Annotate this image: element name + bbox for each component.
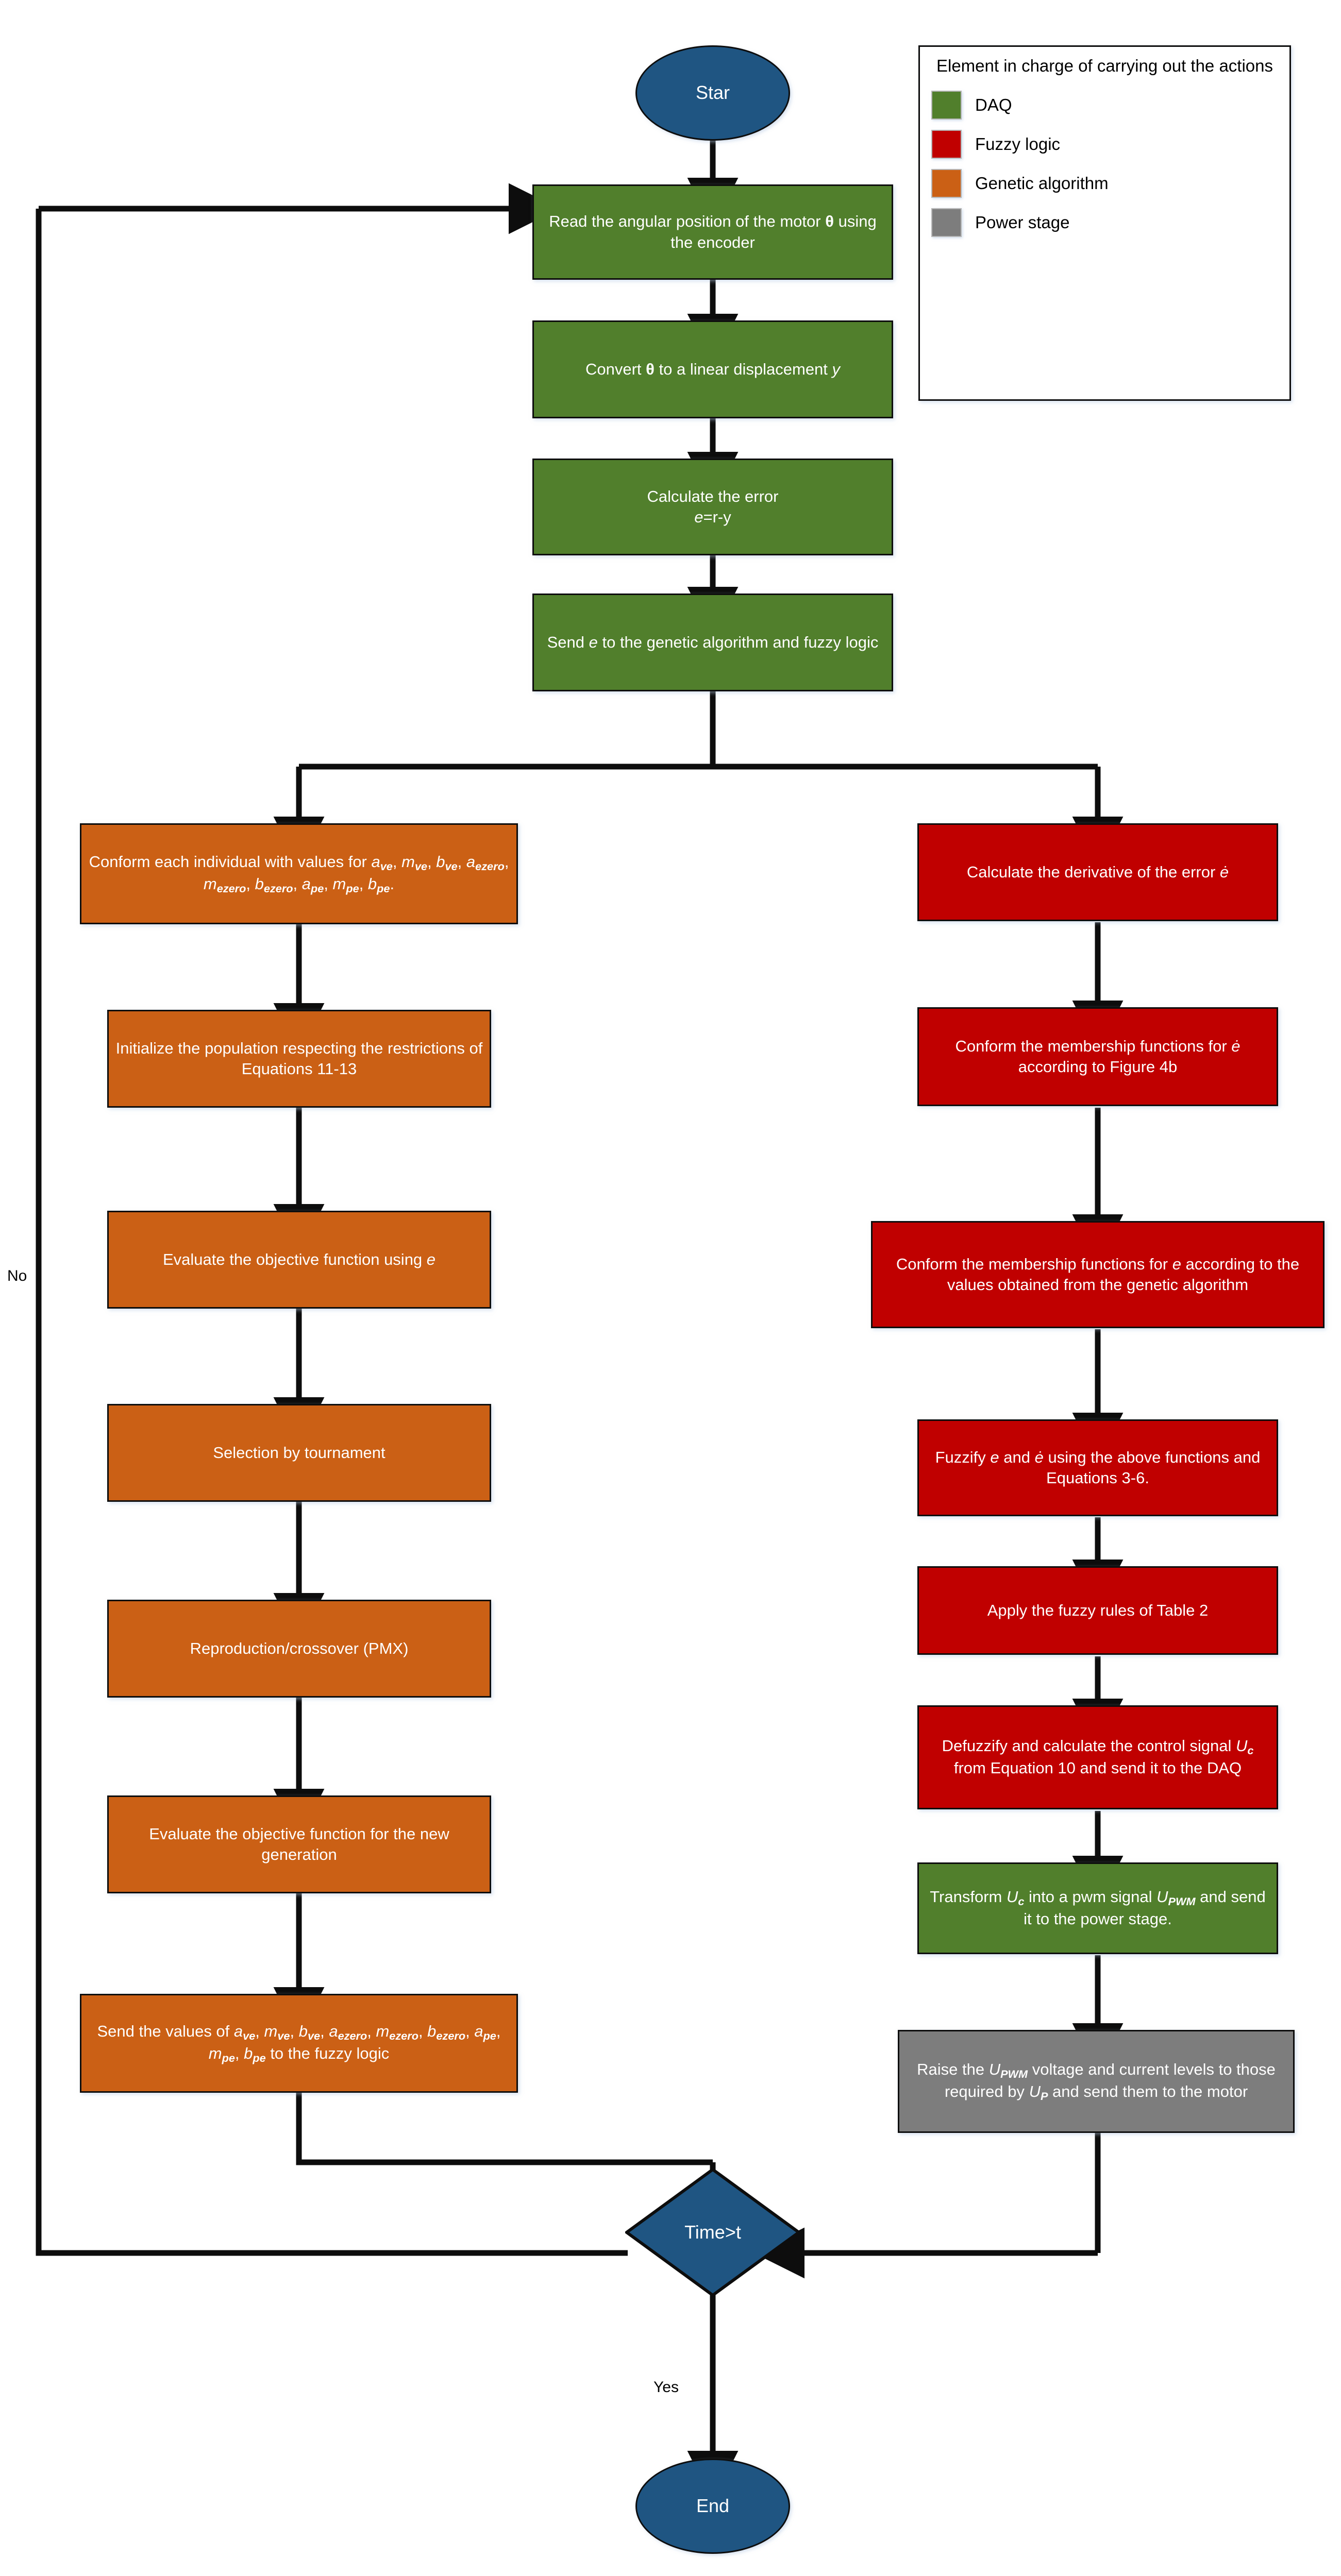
legend-label-fuzzy-logic: Fuzzy logic [975,134,1061,154]
process-conform-each-individual-label: Conform each individual with values for … [89,852,509,895]
terminal-end-label: End [696,2495,730,2517]
legend-item-daq[interactable]: DAQ [920,86,1289,125]
process-send-values-to-fuzzy-logic-label: Send the values of ave, mve, bve, aezero… [97,2022,501,2065]
legend-swatch-genetic-algorithm [931,169,962,198]
process-conform-membership-functions-e[interactable]: Conform the membership functions for e a… [871,1221,1325,1328]
decision-time-greater-than-t-label: Time>t [684,2221,741,2243]
process-apply-fuzzy-rules[interactable]: Apply the fuzzy rules of Table 2 [917,1566,1278,1655]
process-transform-to-pwm-signal-label: Transform Uc into a pwm signal UPWM and … [930,1888,1266,1928]
process-conform-membership-functions-edot-label: Conform the membership functions for ė a… [955,1037,1241,1076]
legend-swatch-fuzzy-logic [931,130,962,159]
process-convert-to-linear-displacement[interactable]: Convert θ to a linear displacement y [532,320,893,418]
process-defuzzify-control-signal[interactable]: Defuzzify and calculate the control sign… [917,1705,1278,1809]
process-fuzzify-e-and-edot[interactable]: Fuzzify e and ė using the above function… [917,1419,1278,1516]
process-fuzzify-e-and-edot-label: Fuzzify e and ė using the above function… [935,1448,1261,1487]
process-evaluate-objective-function-label: Evaluate the objective function using e [162,1250,436,1268]
terminal-end[interactable]: End [635,2459,790,2554]
process-initialize-population[interactable]: Initialize the population respecting the… [107,1010,491,1108]
legend-label-daq: DAQ [975,95,1012,115]
terminal-start-label: Star [695,82,730,104]
process-defuzzify-control-signal-label: Defuzzify and calculate the control sign… [942,1737,1254,1777]
process-evaluate-new-generation[interactable]: Evaluate the objective function for the … [107,1795,491,1893]
process-send-error-to-ga-and-fuzzy[interactable]: Send e to the genetic algorithm and fuzz… [532,594,893,691]
process-transform-to-pwm-signal[interactable]: Transform Uc into a pwm signal UPWM and … [917,1862,1278,1954]
process-selection-by-tournament-label: Selection by tournament [213,1443,385,1462]
process-convert-to-linear-displacement-label: Convert θ to a linear displacement y [585,360,841,378]
decision-time-greater-than-t[interactable]: Time>t [625,2168,800,2297]
legend-item-fuzzy-logic[interactable]: Fuzzy logic [920,125,1289,164]
process-read-angular-position[interactable]: Read the angular position of the motor θ… [532,184,893,280]
process-apply-fuzzy-rules-label: Apply the fuzzy rules of Table 2 [987,1601,1209,1619]
process-send-values-to-fuzzy-logic[interactable]: Send the values of ave, mve, bve, aezero… [80,1994,518,2093]
process-reproduction-crossover-pmx[interactable]: Reproduction/crossover (PMX) [107,1600,491,1698]
legend-label-power-stage: Power stage [975,213,1070,232]
process-send-error-to-ga-and-fuzzy-label: Send e to the genetic algorithm and fuzz… [547,633,879,651]
legend-swatch-power-stage [931,208,962,238]
process-conform-membership-functions-e-label: Conform the membership functions for e a… [896,1255,1300,1294]
process-raise-voltage-current-levels-label: Raise the UPWM voltage and current level… [917,2060,1276,2103]
process-evaluate-new-generation-label: Evaluate the objective function for the … [149,1824,449,1863]
legend-panel: Element in charge of carrying out the ac… [918,45,1291,401]
legend-label-genetic-algorithm: Genetic algorithm [975,174,1109,193]
process-reproduction-crossover-pmx-label: Reproduction/crossover (PMX) [190,1639,409,1657]
edge-label-yes: Yes [653,2379,679,2396]
legend-title: Element in charge of carrying out the ac… [936,56,1273,75]
process-selection-by-tournament[interactable]: Selection by tournament [107,1404,491,1502]
process-conform-each-individual[interactable]: Conform each individual with values for … [80,823,518,924]
terminal-start[interactable]: Star [635,45,790,141]
process-evaluate-objective-function[interactable]: Evaluate the objective function using e [107,1211,491,1309]
legend-item-power-stage[interactable]: Power stage [920,203,1289,242]
process-calculate-derivative-of-error[interactable]: Calculate the derivative of the error ė [917,823,1278,921]
legend-item-genetic-algorithm[interactable]: Genetic algorithm [920,164,1289,203]
process-initialize-population-label: Initialize the population respecting the… [115,1039,483,1078]
edge-label-no: No [7,1267,27,1284]
process-raise-voltage-current-levels[interactable]: Raise the UPWM voltage and current level… [898,2030,1295,2133]
legend-rows: DAQ Fuzzy logic Genetic algorithm Power … [920,86,1289,242]
process-calculate-derivative-of-error-label: Calculate the derivative of the error ė [966,862,1229,881]
process-conform-membership-functions-edot[interactable]: Conform the membership functions for ė a… [917,1007,1278,1106]
process-read-angular-position-label: Read the angular position of the motor θ… [549,212,877,251]
legend-swatch-daq [931,91,962,120]
diamond-shape [625,2168,800,2297]
